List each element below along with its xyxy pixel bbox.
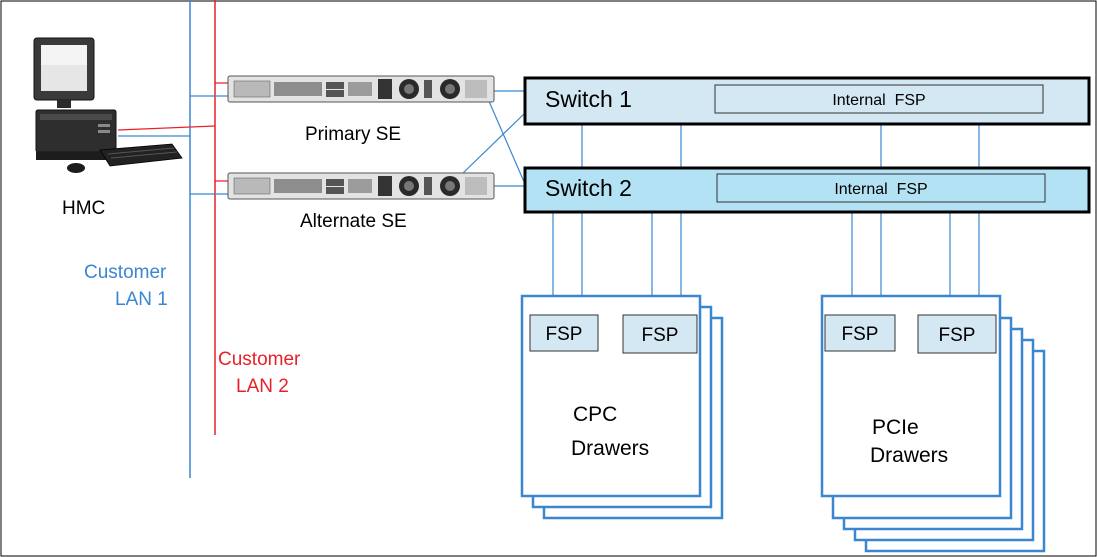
cpc-fsp-2	[622, 314, 698, 354]
switch-2-label: Switch 2	[545, 175, 632, 201]
switch-1-label: Switch 1	[545, 86, 632, 112]
switch-2-internal-fsp	[716, 173, 1046, 203]
alternate-se-server-icon	[227, 172, 495, 200]
hmc-label: HMC	[62, 198, 105, 219]
hmc-computer-icon	[33, 37, 183, 173]
cross-link-b	[461, 112, 526, 175]
hmc-lan2-link	[117, 125, 216, 131]
lan1-label-line1: Customer	[84, 262, 167, 283]
pcie-fsp-2	[917, 314, 997, 354]
primary-se-label: Primary SE	[305, 124, 401, 145]
pcie-fsp-1	[824, 314, 896, 352]
pcie-drawers-label-line2: Drawers	[870, 444, 948, 467]
lan2-label-line2: LAN 2	[236, 376, 289, 397]
alternate-se-label: Alternate SE	[300, 211, 407, 232]
pcie-fsp-2-label: FSP	[939, 325, 976, 346]
cpc-drawers-label-line2: Drawers	[571, 437, 649, 460]
primary-se-server-icon	[227, 75, 495, 103]
switch-2-internal-fsp-label: Internal FSP	[834, 181, 927, 198]
cross-link-a	[487, 98, 526, 185]
pcie-drawers	[820, 294, 1046, 553]
cpc-fsp-2-label: FSP	[642, 325, 679, 346]
switch-1-internal-fsp	[714, 84, 1044, 114]
lan1-label-line2: LAN 1	[115, 289, 168, 310]
cpc-fsp-1	[529, 314, 599, 352]
switch-1-internal-fsp-label: Internal FSP	[832, 92, 925, 109]
lan2-label-line1: Customer	[218, 349, 301, 370]
pcie-fsp-1-label: FSP	[842, 324, 879, 345]
cpc-drawers-label-line1: CPC	[573, 403, 617, 426]
pcie-drawers-label-line1: PCIe	[872, 416, 919, 439]
cpc-fsp-1-label: FSP	[546, 324, 583, 345]
